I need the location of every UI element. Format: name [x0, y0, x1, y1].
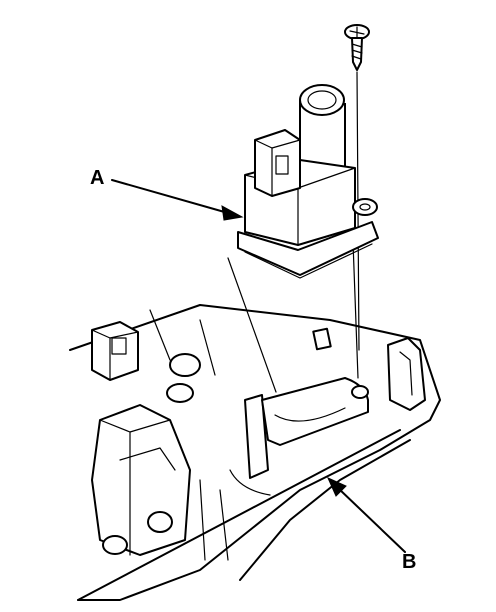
- screw: [344, 24, 370, 71]
- leader-arrow-b: [327, 477, 406, 553]
- leader-arrow-a: [111, 179, 244, 221]
- component-a: [237, 84, 379, 279]
- component-b: [69, 304, 441, 601]
- callout-label-a: A: [90, 167, 105, 189]
- callout-label-b: B: [402, 551, 417, 573]
